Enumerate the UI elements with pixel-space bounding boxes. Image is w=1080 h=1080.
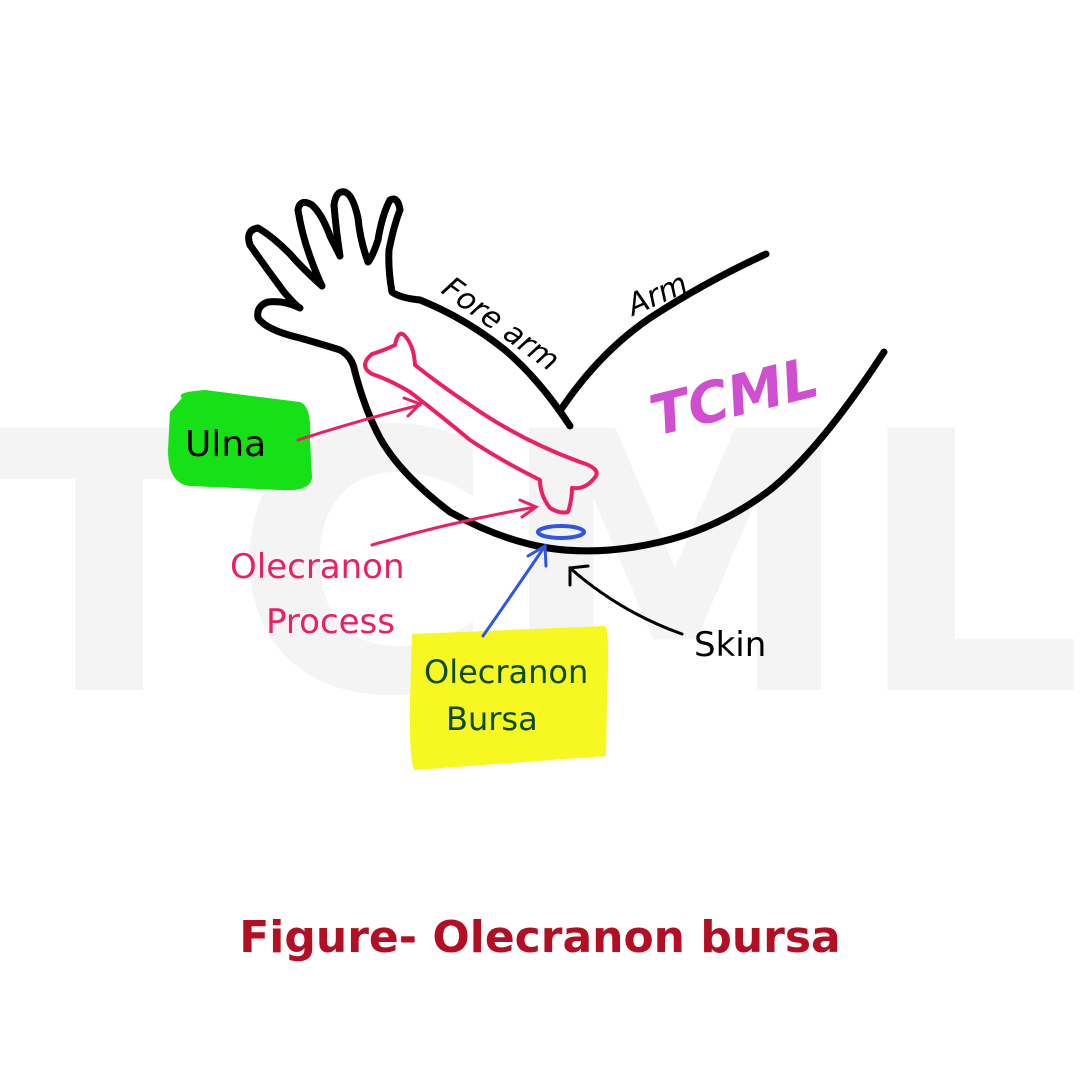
olecranon-bursa-highlight-box (409, 626, 609, 770)
ulna-arrow (296, 396, 423, 442)
olecranon-bursa-label-line1: Olecranon (424, 653, 588, 691)
ulna-bone (363, 331, 599, 515)
forearm-hand-outline (245, 188, 888, 555)
olecranon-process-arrow (370, 498, 540, 547)
ulna-highlight-box (168, 390, 312, 491)
skin-arrow (568, 564, 684, 636)
olecranon-process-label-line1: Olecranon (230, 547, 405, 587)
olecranon-bursa-arrow (481, 543, 548, 638)
olecranon-bursa-label-line2: Bursa (446, 700, 538, 738)
figure-caption: Figure- Olecranon bursa (239, 912, 841, 963)
ulna-label: Ulna (185, 424, 266, 465)
olecranon-process-label-line2: Process (266, 602, 395, 642)
olecranon-bursa (536, 524, 586, 540)
skin-label: Skin (694, 625, 766, 665)
arm-outline (558, 250, 770, 412)
